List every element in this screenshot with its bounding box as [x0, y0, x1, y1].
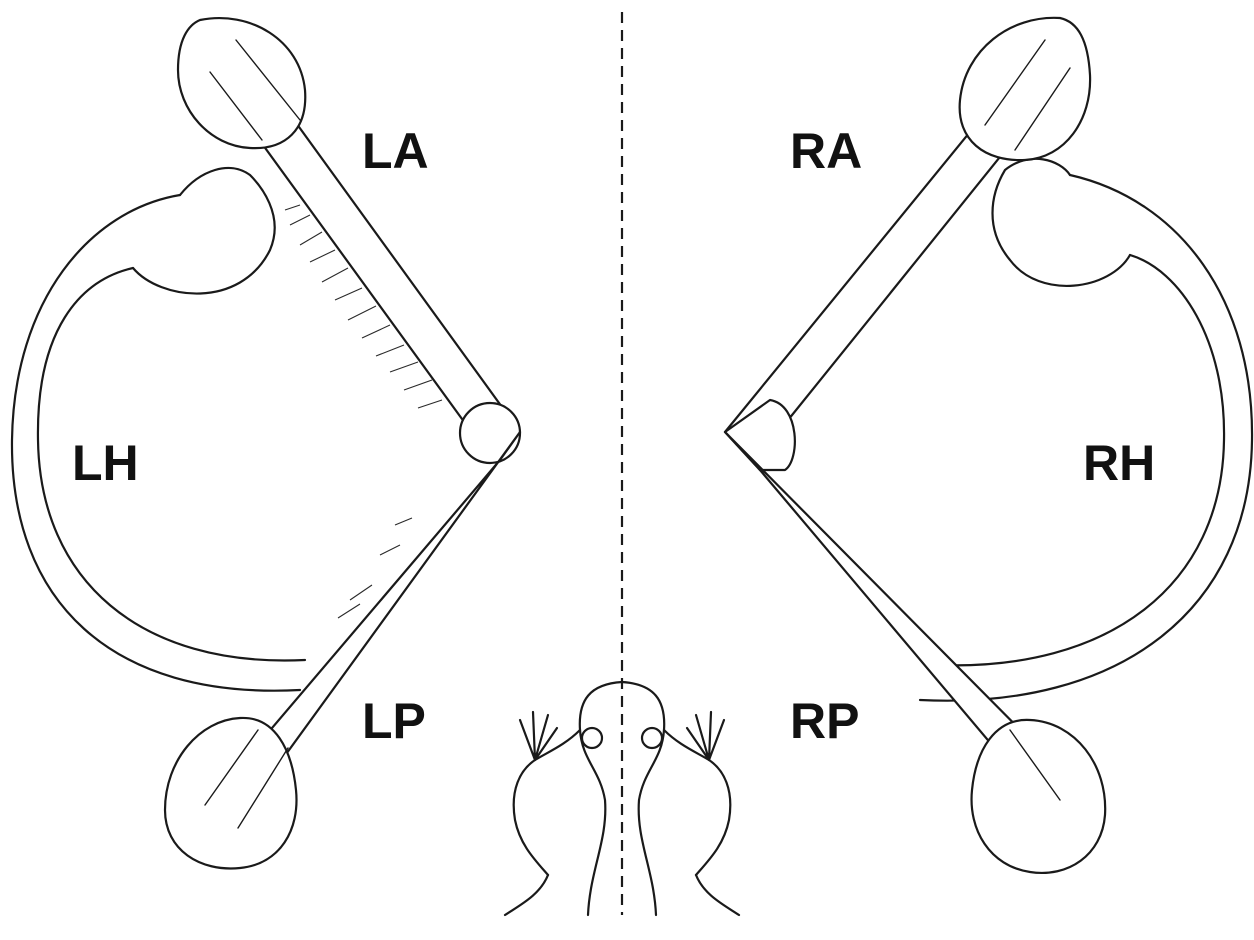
label-left-horizontal: LH: [72, 435, 139, 491]
label-right-posterior: RP: [790, 693, 859, 749]
right-crus-commune: [725, 400, 795, 470]
label-right-anterior: RA: [790, 123, 862, 179]
label-right-horizontal: RH: [1083, 435, 1155, 491]
left-utricle: [133, 168, 275, 294]
label-left-posterior: LP: [362, 693, 426, 749]
left-anterior-ampulla: [178, 18, 305, 148]
right-anterior-ampulla: [960, 18, 1090, 160]
right-utricle: [993, 159, 1131, 286]
right-posterior-ampulla: [972, 720, 1106, 873]
left-posterior-ampulla: [165, 718, 297, 869]
label-left-anterior: LA: [362, 123, 429, 179]
left-crus-commune: [460, 403, 520, 463]
